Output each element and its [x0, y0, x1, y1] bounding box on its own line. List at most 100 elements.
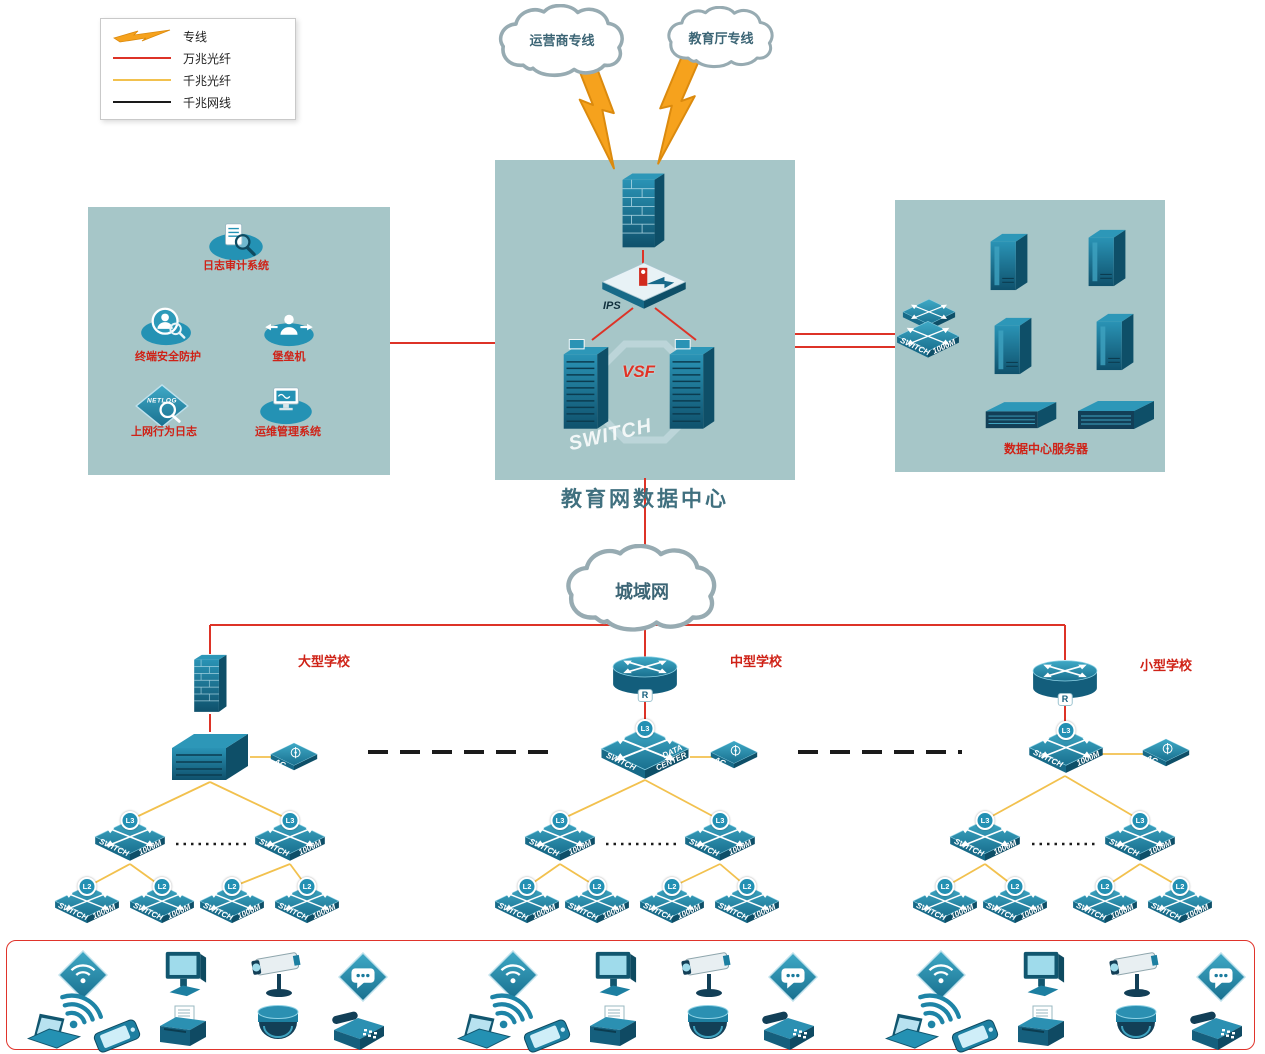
- server-tower-icon[interactable]: [990, 314, 1036, 376]
- vsf-label: VSF: [622, 362, 656, 381]
- 1g-fiber-line-icon: [111, 79, 173, 81]
- vsf-chassis-icon[interactable]: [666, 336, 718, 436]
- laptop-icon[interactable]: [884, 1010, 940, 1050]
- l2-switch-icon[interactable]: L2 SWITCH 1000M: [564, 877, 630, 926]
- l3-switch-icon[interactable]: L3 SWITCH 1000M: [684, 811, 756, 864]
- printer-icon[interactable]: [1014, 1004, 1068, 1050]
- firewall-icon[interactable]: [619, 166, 667, 254]
- ptz-camera-icon[interactable]: [680, 948, 738, 1000]
- log-audit-label: 日志审计系统: [203, 260, 269, 272]
- l3-badge: L3: [635, 719, 655, 738]
- printer-icon[interactable]: [156, 1004, 210, 1050]
- l2-switch-icon[interactable]: L2 SWITCH 1000M: [54, 877, 120, 926]
- datacenter-title: 教育网数据中心: [561, 487, 729, 511]
- laptop-icon[interactable]: [456, 1010, 512, 1050]
- rack-server-icon[interactable]: [1074, 394, 1158, 440]
- legend-item-1g-cable: 千兆网线: [111, 91, 285, 113]
- legend-item-dedicated: 专线: [111, 25, 285, 47]
- l2-badge: L2: [1005, 877, 1025, 896]
- school-label: 大型学校: [297, 654, 350, 669]
- server-tower-icon[interactable]: [986, 230, 1032, 292]
- router-icon[interactable]: R: [610, 652, 680, 702]
- ops-mgmt-label: 运维管理系统: [255, 426, 321, 438]
- l2-switch-icon[interactable]: L2 SWITCH 1000M: [912, 877, 978, 926]
- l2-switch-icon[interactable]: L2 SWITCH 1000M: [129, 877, 195, 926]
- bastion-host-icon[interactable]: [262, 310, 316, 348]
- router-badge: R: [1057, 693, 1073, 706]
- legend: 专线 万兆光纤 千兆光纤 千兆网线: [100, 18, 296, 120]
- l2-switch-icon[interactable]: L2 SWITCH 1000M: [1147, 877, 1213, 926]
- ptz-camera-icon[interactable]: [250, 948, 308, 1000]
- endpoint-group: [858, 944, 1258, 1054]
- l2-switch-icon[interactable]: L2 SWITCH 1000M: [714, 877, 780, 926]
- datacenter-switch-icon[interactable]: SWITCH 1000M: [896, 320, 960, 360]
- dome-camera-icon[interactable]: [684, 1002, 732, 1048]
- server-panel-title: 数据中心服务器: [1003, 442, 1088, 456]
- l3-badge: L3: [710, 811, 730, 830]
- netlog-tag: NETLOG: [146, 397, 178, 405]
- l3-badge: L3: [1130, 811, 1150, 830]
- endpoint-group: [430, 944, 830, 1054]
- ptz-camera-icon[interactable]: [1108, 948, 1166, 1000]
- terminal-security-icon[interactable]: [140, 304, 194, 348]
- smartphone-icon[interactable]: [92, 1018, 142, 1054]
- l3-switch-icon[interactable]: L3 SWITCH 1000M: [949, 811, 1021, 864]
- education-dept-cloud[interactable]: 教育厅专线: [642, 6, 800, 74]
- school-firewall-icon[interactable]: [191, 650, 229, 716]
- l3-switch-icon[interactable]: L3 SWITCH 1000M: [254, 811, 326, 864]
- core-switch-icon[interactable]: L3 SWITCH DATA CENTER: [600, 719, 690, 782]
- bastion-host-label: 堡垒机: [272, 351, 306, 363]
- l2-badge: L2: [662, 877, 682, 896]
- l3-badge: L3: [280, 811, 300, 830]
- carrier-cloud[interactable]: 运营商专线: [483, 4, 641, 84]
- l2-switch-icon[interactable]: L2 SWITCH 1000M: [494, 877, 560, 926]
- l3-badge: L3: [120, 811, 140, 830]
- fax-phone-icon[interactable]: [330, 1008, 388, 1052]
- school-label: 小型学校: [1139, 658, 1192, 673]
- l2-switch-icon[interactable]: L2 SWITCH 1000M: [274, 877, 340, 926]
- legend-label: 千兆网线: [183, 95, 232, 110]
- l3-switch-icon[interactable]: L3 SWITCH 1000M: [524, 811, 596, 864]
- l2-badge: L2: [1095, 877, 1115, 896]
- core-chassis-icon[interactable]: [168, 726, 252, 784]
- router-icon[interactable]: R: [1030, 656, 1100, 706]
- man-cloud[interactable]: 城域网: [536, 544, 748, 640]
- dome-camera-icon[interactable]: [254, 1002, 302, 1048]
- ac-controller-icon[interactable]: AC: [270, 742, 318, 772]
- smartphone-icon[interactable]: [522, 1018, 572, 1054]
- ac-controller-icon[interactable]: AC: [1142, 738, 1190, 768]
- im-chat-icon[interactable]: [1196, 952, 1246, 1002]
- laptop-icon[interactable]: [26, 1010, 82, 1050]
- rack-server-icon[interactable]: [982, 396, 1060, 438]
- l2-badge: L2: [935, 877, 955, 896]
- log-audit-icon[interactable]: [206, 220, 266, 262]
- l2-switch-icon[interactable]: L2 SWITCH 1000M: [639, 877, 705, 926]
- vsf-chassis-icon[interactable]: [560, 336, 612, 436]
- l2-badge: L2: [152, 877, 172, 896]
- l2-badge: L2: [517, 877, 537, 896]
- im-chat-icon[interactable]: [338, 952, 388, 1002]
- im-chat-icon[interactable]: [768, 952, 818, 1002]
- l3-badge: L3: [550, 811, 570, 830]
- l3-switch-icon[interactable]: L3 SWITCH 1000M: [94, 811, 166, 864]
- l2-switch-icon[interactable]: L2 SWITCH 1000M: [199, 877, 265, 926]
- core-switch-icon[interactable]: L3 SWITCH 1000M: [1028, 721, 1104, 776]
- l3-switch-icon[interactable]: L3 SWITCH 1000M: [1104, 811, 1176, 864]
- desktop-monitor-icon[interactable]: [588, 950, 640, 998]
- desktop-monitor-icon[interactable]: [158, 950, 210, 998]
- netlog-icon[interactable]: NETLOG: [134, 384, 190, 428]
- ops-mgmt-icon[interactable]: [258, 384, 314, 426]
- server-tower-icon[interactable]: [1084, 226, 1130, 288]
- l2-badge: L2: [297, 877, 317, 896]
- server-tower-icon[interactable]: [1092, 310, 1138, 372]
- ips-icon[interactable]: IPS: [599, 260, 689, 312]
- l2-switch-icon[interactable]: L2 SWITCH 1000M: [1072, 877, 1138, 926]
- l2-switch-icon[interactable]: L2 SWITCH 1000M: [982, 877, 1048, 926]
- printer-icon[interactable]: [586, 1004, 640, 1050]
- ac-controller-icon[interactable]: AC: [710, 740, 758, 770]
- dome-camera-icon[interactable]: [1112, 1002, 1160, 1048]
- desktop-monitor-icon[interactable]: [1016, 950, 1068, 998]
- smartphone-icon[interactable]: [950, 1018, 1000, 1054]
- fax-phone-icon[interactable]: [1188, 1008, 1246, 1052]
- fax-phone-icon[interactable]: [760, 1008, 818, 1052]
